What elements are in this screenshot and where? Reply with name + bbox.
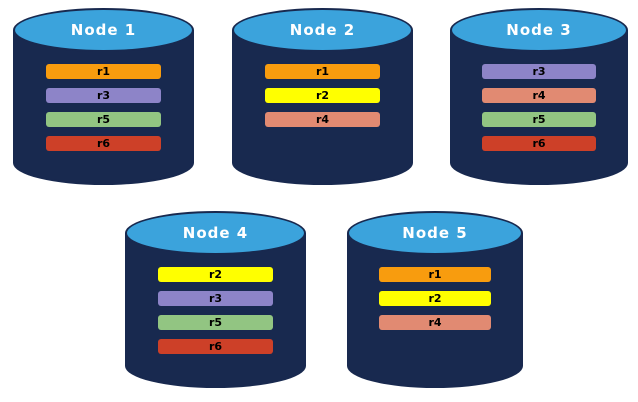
database-node[interactable]: r2 r3 r5 r6 Node 4 [125, 211, 306, 388]
cylinder-body [125, 233, 306, 388]
replica-bar[interactable]: r3 [482, 64, 596, 79]
replica-label: r1 [428, 268, 442, 281]
replica-bar[interactable]: r3 [45, 88, 162, 103]
replica-list: r1 r3 r5 r6 [13, 64, 194, 151]
database-node[interactable]: r3 r4 r5 r6 Node 3 [450, 8, 628, 185]
replica-label: r3 [96, 89, 111, 102]
replica-bar[interactable]: r2 [378, 291, 492, 306]
cylinder-top: Node 1 [13, 8, 194, 52]
replica-bar[interactable]: r6 [157, 339, 274, 354]
replica-bar[interactable]: r4 [378, 315, 492, 330]
replica-label: r6 [208, 340, 223, 353]
replica-label: r1 [96, 65, 111, 78]
replica-label: r3 [208, 292, 223, 305]
database-node[interactable]: r1 r2 r4 Node 2 [232, 8, 413, 185]
replica-label: r4 [428, 316, 442, 329]
cylinder-body [232, 30, 413, 185]
replica-label: r5 [96, 113, 111, 126]
replica-label: r5 [208, 316, 223, 329]
replica-bar[interactable]: r5 [157, 315, 274, 330]
replica-list: r1 r2 r4 [232, 64, 413, 127]
replica-bar[interactable]: r4 [482, 88, 596, 103]
cylinder-top: Node 5 [347, 211, 523, 255]
replica-label: r4 [532, 89, 546, 102]
replica-bar[interactable]: r6 [482, 136, 596, 151]
replica-list: r3 r4 r5 r6 [450, 64, 628, 151]
replica-bar[interactable]: r5 [482, 112, 596, 127]
node-title: Node 2 [289, 20, 356, 39]
replica-bar[interactable]: r2 [264, 88, 381, 103]
replica-label: r2 [315, 89, 330, 102]
replica-label: r2 [428, 292, 442, 305]
cylinder-top: Node 2 [232, 8, 413, 52]
replica-bar[interactable]: r5 [45, 112, 162, 127]
replica-label: r3 [532, 65, 546, 78]
cylinder-top: Node 4 [125, 211, 306, 255]
database-node[interactable]: r1 r3 r5 r6 Node 1 [13, 8, 194, 185]
replica-bar[interactable]: r2 [157, 267, 274, 282]
cylinder-top: Node 3 [450, 8, 628, 52]
cylinder-body [347, 233, 523, 388]
node-title: Node 4 [182, 223, 249, 242]
replica-label: r4 [315, 113, 330, 126]
replica-bar[interactable]: r1 [378, 267, 492, 282]
replica-bar[interactable]: r3 [157, 291, 274, 306]
replica-bar[interactable]: r1 [45, 64, 162, 79]
cylinder-body [450, 30, 628, 185]
database-node[interactable]: r1 r2 r4 Node 5 [347, 211, 523, 388]
replica-label: r6 [532, 137, 546, 150]
replica-list: r1 r2 r4 [347, 267, 523, 330]
replica-bar[interactable]: r6 [45, 136, 162, 151]
replica-list: r2 r3 r5 r6 [125, 267, 306, 354]
node-title: Node 5 [402, 223, 468, 242]
replica-label: r1 [315, 65, 330, 78]
replica-bar[interactable]: r4 [264, 112, 381, 127]
replica-label: r2 [208, 268, 223, 281]
replica-label: r6 [96, 137, 111, 150]
node-title: Node 1 [70, 20, 137, 39]
replica-bar[interactable]: r1 [264, 64, 381, 79]
replica-label: r5 [532, 113, 546, 126]
node-title: Node 3 [506, 20, 572, 39]
